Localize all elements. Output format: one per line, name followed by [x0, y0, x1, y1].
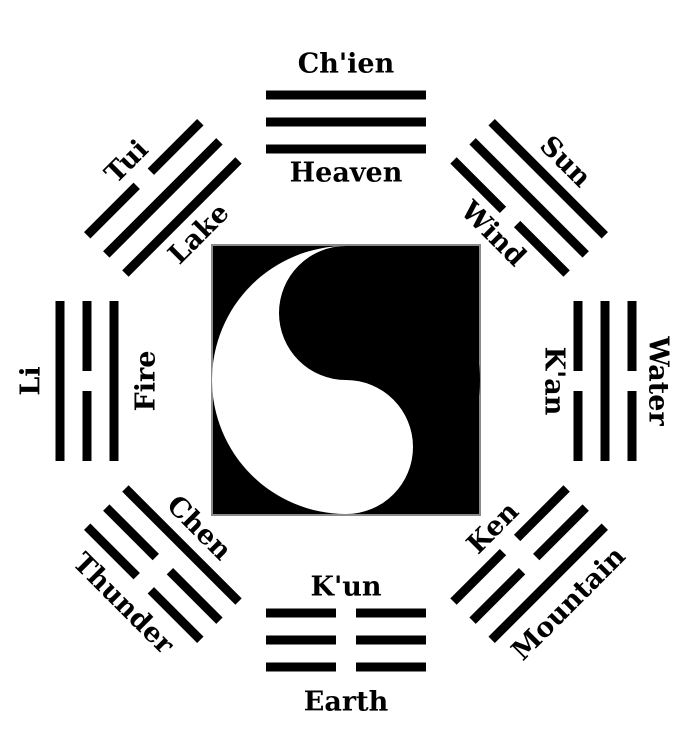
trigram-li-middle-broken-line-left: [82, 391, 92, 461]
trigram-sun-middle-solid-line: [469, 138, 589, 258]
trigram-chien-middle-solid-line: [266, 117, 426, 127]
trigram-kun-middle-broken-line-left: [356, 635, 426, 645]
trigram-kun-lines: [266, 608, 426, 672]
trigram-kan-lines: [573, 301, 637, 461]
trigram-chen: Chen Thunder: [67, 485, 242, 661]
trigram-kan-outer-broken-line-left: [627, 301, 637, 371]
trigram-kun-outer-broken-line-right: [266, 662, 336, 672]
trigram-kan-inner-broken-line-left: [573, 301, 583, 371]
trigram-ken-middle-broken-line-left: [533, 504, 589, 561]
trigram-li: Li Fire: [16, 301, 162, 461]
trigram-chen-lines: [84, 485, 242, 643]
trigram-chien: Ch'ien Heaven: [266, 49, 426, 189]
trigram-ken-lines: [450, 485, 608, 643]
trigram-tui-lines: [84, 119, 242, 277]
trigram-sun-lines: [450, 119, 608, 277]
trigram-tui-inner-solid-line: [122, 157, 242, 277]
trigram-sun-name: Sun: [533, 130, 597, 194]
trigram-li-name: Li: [16, 366, 47, 395]
trigram-tui-outer-broken-line-right: [147, 119, 204, 175]
trigram-kan-middle-solid-line: [600, 301, 610, 461]
trigram-ken-middle-broken-line-right: [469, 568, 526, 624]
yin-dot: [332, 433, 360, 461]
trigram-chen-middle-broken-line-left: [166, 568, 223, 624]
trigram-tui-outer-broken-line-left: [84, 182, 140, 239]
yang-dot: [332, 299, 360, 327]
trigram-sun-inner-broken-line-right: [513, 220, 570, 277]
trigram-chien-lines: [266, 90, 426, 154]
trigram-chen-inner-solid-line: [122, 485, 242, 605]
yang-half: [212, 246, 413, 514]
trigram-ken-inner-broken-line-left: [513, 485, 570, 542]
trigram-kun-meaning: Earth: [304, 687, 389, 718]
trigram-tui-middle-solid-line: [103, 138, 223, 258]
trigram-kan-inner-broken-line-right: [573, 391, 583, 461]
trigram-chien-meaning: Heaven: [290, 158, 403, 189]
trigram-kun: K'un Earth: [266, 572, 426, 718]
trigram-ken-outer-solid-line: [488, 523, 608, 643]
trigram-li-outer-solid-line: [55, 301, 65, 461]
trigram-tui-name: Tui: [99, 134, 155, 190]
trigram-chien-outer-solid-line: [266, 90, 426, 100]
trigram-chien-inner-solid-line: [266, 144, 426, 154]
trigram-sun-inner-broken-line-left: [450, 157, 507, 214]
trigram-kun-middle-broken-line-right: [266, 635, 336, 645]
trigram-sun-outer-solid-line: [488, 119, 608, 239]
trigram-kun-inner-broken-line-right: [266, 608, 336, 618]
trigram-kun-name: K'un: [311, 572, 382, 603]
trigram-chen-outer-broken-line-left: [147, 587, 204, 643]
trigram-kan-meaning: Water: [643, 335, 674, 426]
trigram-li-middle-broken-line-right: [82, 301, 92, 371]
trigram-kun-inner-broken-line-left: [356, 608, 426, 618]
yin-yang-symbol: [211, 244, 481, 516]
trigram-kan-outer-broken-line-right: [627, 391, 637, 461]
trigram-chen-outer-broken-line-right: [84, 523, 140, 580]
trigram-kan: K'an Water: [539, 301, 674, 461]
trigram-chien-name: Ch'ien: [298, 49, 395, 80]
trigram-li-inner-solid-line: [109, 301, 119, 461]
trigram-li-meaning: Fire: [131, 351, 162, 412]
trigram-chen-middle-broken-line-right: [103, 504, 159, 561]
trigram-ken-inner-broken-line-right: [450, 548, 507, 605]
trigram-li-lines: [55, 301, 119, 461]
trigram-kan-name: K'an: [539, 347, 570, 416]
trigram-kun-outer-broken-line-left: [356, 662, 426, 672]
